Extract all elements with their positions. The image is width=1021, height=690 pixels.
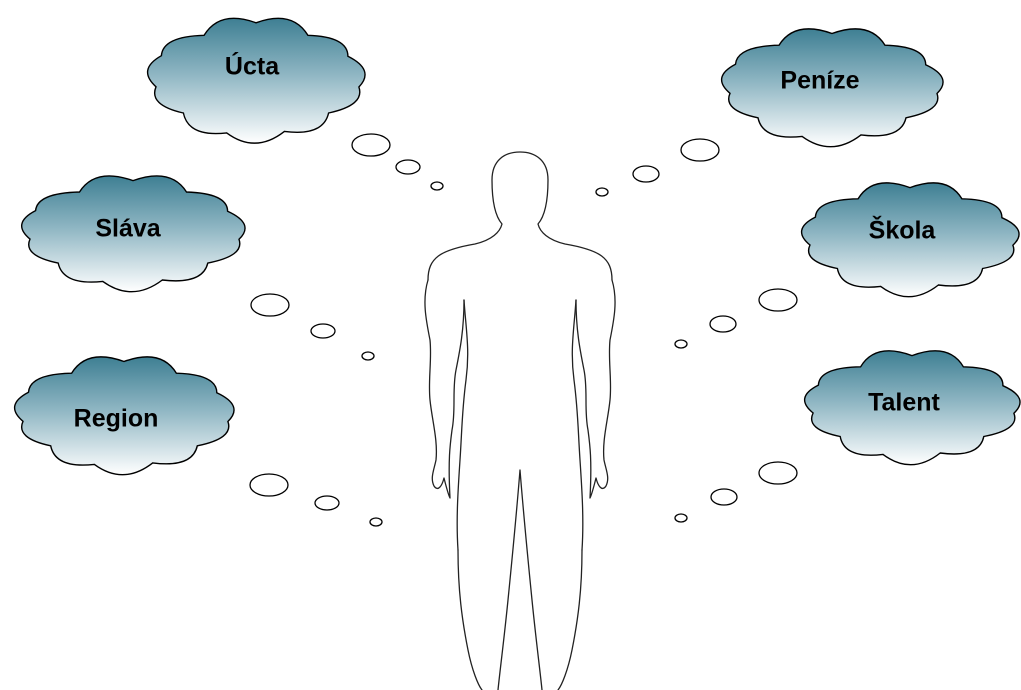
human-figure-outline [425,152,615,690]
thought-bubble-region-3 [370,518,382,526]
cloud-label-region: Region [74,405,159,433]
thought-bubble-slava-2 [311,324,335,338]
thought-bubble-skola-3 [675,340,687,348]
thought-bubble-slava-3 [362,352,374,360]
cloud-label-talent: Talent [868,389,940,417]
thought-bubble-region-1 [250,474,288,496]
cloud-label-penize: Peníze [780,67,859,95]
thought-bubble-talent-2 [711,489,737,505]
thought-bubble-penize-2 [633,166,659,182]
cloud-label-ucta: Úcta [225,51,280,81]
torso-outline [457,300,583,550]
cloud-talent: Talent [805,351,1020,465]
thought-bubble-skola-2 [710,316,736,332]
thought-bubble-penize-3 [596,188,608,196]
cloud-label-skola: Škola [869,215,937,245]
cloud-penize: Peníze [722,29,943,147]
thought-bubble-talent-3 [675,514,687,522]
thought-bubbles [250,134,797,526]
cloud-shape-ucta [148,18,365,143]
cloud-skola: Škola [802,183,1019,297]
thought-bubble-talent-1 [759,462,797,484]
head-outline [428,152,612,280]
thought-bubble-region-2 [315,496,339,510]
cloud-ucta: Úcta [148,18,365,143]
thought-bubble-slava-1 [251,294,289,316]
cloud-region: Region [15,357,234,475]
cloud-label-slava: Sláva [95,215,161,243]
thought-bubble-ucta-2 [396,160,420,174]
left-arm-outline [425,280,464,498]
legs-outline [458,470,582,690]
cloud-slava: Sláva [22,176,245,292]
right-arm-outline [576,280,615,498]
thought-bubble-ucta-3 [431,182,443,190]
thought-bubble-ucta-1 [352,134,390,156]
thought-bubble-penize-1 [681,139,719,161]
thought-bubble-skola-1 [759,289,797,311]
